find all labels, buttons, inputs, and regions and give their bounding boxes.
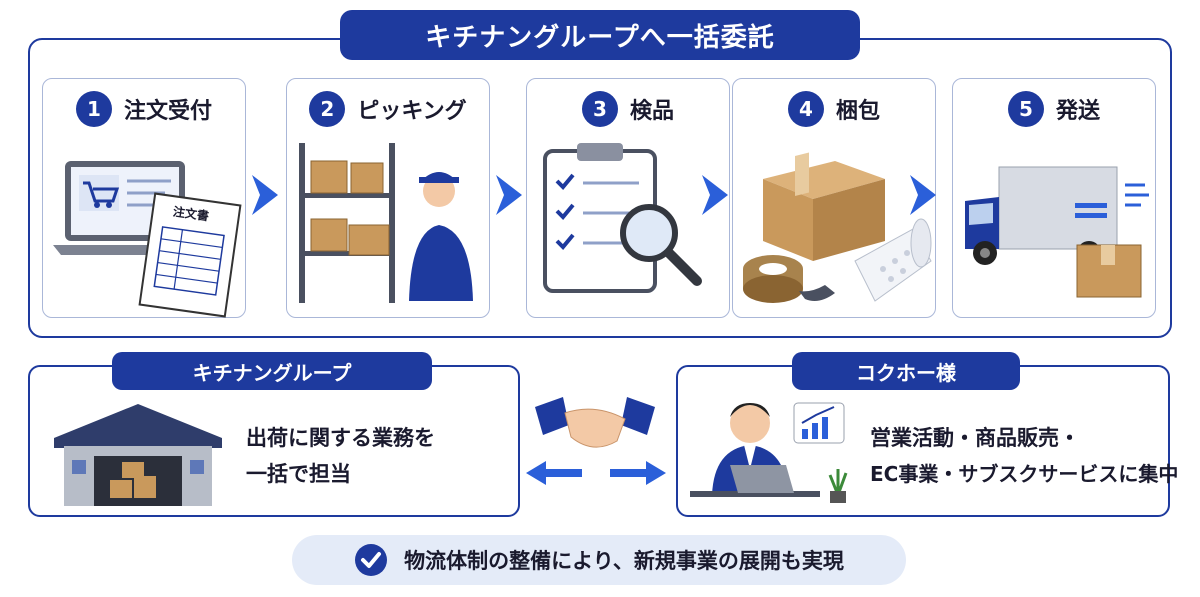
exchange-arrows-icon — [526, 461, 666, 485]
step-picking: 2 ピッキング — [286, 78, 490, 318]
cardboard-box-icon — [743, 152, 932, 303]
step-label: ピッキング — [357, 99, 467, 124]
step-label: 検品 — [629, 99, 674, 124]
step-number: 4 — [787, 91, 824, 127]
kitinan-group-desc-line1: 出荷に関する業務を — [246, 426, 435, 450]
warehouse-icon — [54, 404, 222, 506]
step-label: 注文受付 — [123, 99, 212, 124]
step-number: 3 — [581, 91, 618, 127]
step-inspection: 3 検品 — [526, 78, 730, 318]
step-shipping: 5 発送 — [952, 78, 1156, 318]
step-number: 2 — [309, 91, 346, 127]
truck-icon — [965, 166, 1149, 298]
step-label: 梱包 — [835, 99, 880, 124]
flow-arrow-icon — [252, 175, 278, 215]
check-circle-icon — [355, 544, 388, 576]
flow-arrow-icon — [910, 175, 936, 215]
step-label: 発送 — [1055, 99, 1100, 124]
kitinan-group-title: キチナングループ — [112, 352, 432, 390]
step-packing: 4 梱包 — [732, 78, 936, 318]
shelf-icon — [299, 143, 473, 303]
summary-banner: 物流体制の整備により、新規事業の展開も実現 — [292, 535, 906, 585]
step-number: 5 — [1007, 91, 1044, 127]
kokuho-desc-line2: EC事業・サブスクサービスに集中 — [870, 462, 1179, 486]
tape-roll-icon — [743, 255, 835, 303]
page-title: キチナングループへ一括委託 — [340, 10, 860, 60]
clipboard-checklist-icon — [543, 143, 702, 293]
kokuho-title: コクホー様 — [792, 352, 1020, 390]
summary-banner-text: 物流体制の整備により、新規事業の展開も実現 — [404, 549, 844, 573]
businessman-icon — [690, 402, 848, 503]
growth-chart-icon — [793, 402, 845, 444]
kokuho-desc-line1: 営業活動・商品販売・ — [870, 426, 1080, 450]
worker-icon — [409, 172, 473, 301]
flow-arrow-icon — [702, 175, 728, 215]
step-number: 1 — [75, 91, 112, 127]
handshake-icon — [535, 397, 655, 448]
magnifier-icon — [620, 204, 702, 286]
order-document-icon — [138, 192, 242, 318]
kitinan-group-desc-line2: 一括で担当 — [246, 462, 351, 486]
bubble-wrap-icon — [854, 218, 932, 302]
flow-arrow-icon — [496, 175, 522, 215]
